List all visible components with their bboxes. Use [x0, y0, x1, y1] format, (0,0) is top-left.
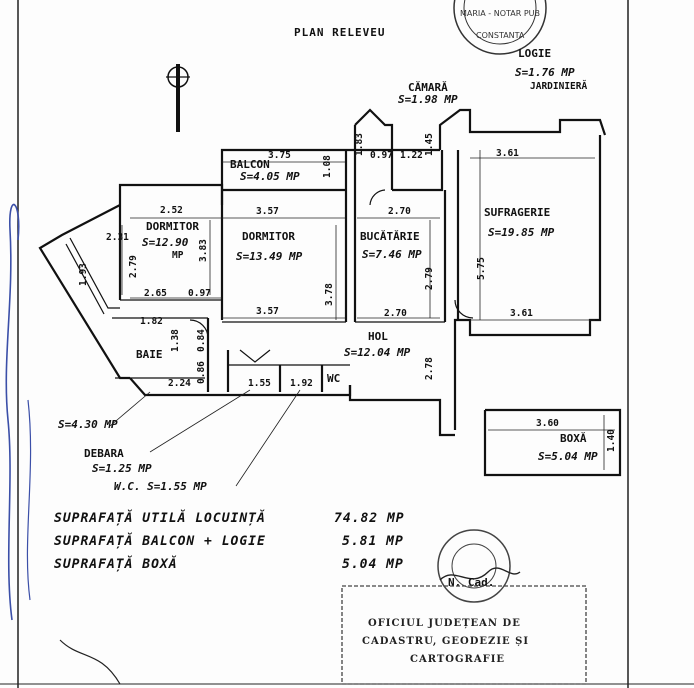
dormitor1-area: S=12.90 — [142, 236, 189, 249]
margin-handwriting — [5, 203, 121, 685]
bucatarie-name: BUCĂTĂRIE — [360, 230, 420, 243]
summary-label-3: SUPRAFAȚĂ BOXĂ — [54, 556, 178, 572]
office-stamp: OFICIUL JUDEȚEAN DE CADASTRU, GEODEZIE Ș… — [341, 585, 587, 685]
dim-2-24: 2.24 — [168, 378, 191, 389]
dim-2-65: 2.65 — [144, 288, 167, 299]
dim-2-79b: 2.79 — [424, 267, 435, 290]
dim-1-45: 1.45 — [424, 133, 435, 156]
hol-area: S=12.04 MP — [344, 346, 411, 359]
baie-name: BAIE — [136, 348, 163, 361]
dim-3-83: 3.83 — [198, 239, 209, 262]
dim-2-70b: 2.70 — [384, 308, 407, 319]
logie-area: S=1.76 MP — [515, 66, 575, 79]
dim-1-08: 1.08 — [322, 155, 333, 178]
dormitor1-unit: MP — [172, 250, 184, 261]
dim-0-97b: 0.97 — [370, 150, 393, 161]
dim-5-75: 5.75 — [476, 257, 487, 280]
dormitor1-name: DORMITOR — [146, 220, 199, 233]
summary-value-1: 74.82 MP — [334, 511, 405, 526]
room-labels: LOGIE S=1.76 MP JARDINIERĂ CĂMARĂ S=1.98… — [136, 47, 598, 463]
dim-1-40: 1.40 — [606, 429, 617, 452]
north-arrow-icon — [166, 64, 190, 132]
boxa-name: BOXĂ — [560, 432, 587, 445]
baie-area-note: S=4.30 MP — [58, 418, 118, 431]
dim-3-61b: 3.61 — [510, 308, 533, 319]
stamp-line-2: CONSTANTA — [476, 31, 525, 40]
hol-name: HOL — [368, 330, 388, 343]
office-line-1: OFICIUL JUDEȚEAN DE — [368, 618, 521, 629]
dim-1-38: 1.38 — [170, 329, 181, 352]
dimension-lines — [121, 150, 615, 470]
area-summary: SUPRAFAȚĂ UTILĂ LOCUINȚĂ 74.82 MP SUPRAF… — [54, 510, 405, 572]
dim-1-93: 1.93 — [78, 263, 89, 286]
dim-2-70a: 2.70 — [388, 206, 411, 217]
dim-1-22: 1.22 — [400, 150, 423, 161]
dim-2-52: 2.52 — [160, 205, 183, 216]
dim-1-55: 1.55 — [248, 378, 271, 389]
dim-2-31: 2.31 — [106, 232, 129, 243]
dim-0-84: 0.84 — [196, 329, 207, 352]
balcon-area: S=4.05 MP — [240, 170, 300, 183]
plan-title: PLAN RELEVEU — [294, 26, 385, 39]
signature-text: N. Cad. — [448, 576, 494, 589]
debara-name: DEBARA — [84, 447, 124, 460]
debara-area: S=1.25 MP — [92, 462, 152, 475]
dim-0-86: 0.86 — [196, 361, 207, 384]
summary-label-1: SUPRAFAȚĂ UTILĂ LOCUINȚĂ — [54, 510, 266, 526]
dim-3-75: 3.75 — [268, 150, 291, 161]
balcon-name: BALCON — [230, 158, 270, 171]
dimension-values: 3.75 1.08 1.83 0.97 1.22 1.45 3.61 2.52 … — [78, 133, 617, 452]
signature-stroke — [439, 567, 521, 581]
interior-walls — [112, 189, 474, 392]
dim-1-83: 1.83 — [354, 133, 365, 156]
dim-1-92: 1.92 — [290, 378, 313, 389]
dim-2-78: 2.78 — [424, 357, 435, 380]
area-notes: S=4.30 MP DEBARA S=1.25 MP W.C. S=1.55 M… — [58, 389, 301, 493]
dim-0-97a: 0.97 — [188, 288, 211, 299]
dormitor2-area: S=13.49 MP — [236, 250, 303, 263]
cadastre-stamp: N. Cad. — [437, 529, 521, 603]
jardiniera-note: JARDINIERĂ — [530, 80, 587, 92]
office-line-2: CADASTRU, GEODEZIE ȘI — [362, 636, 529, 647]
dim-3-57a: 3.57 — [256, 206, 279, 217]
wc-area-note: W.C. S=1.55 MP — [114, 480, 207, 493]
dormitor2-name: DORMITOR — [242, 230, 295, 243]
sufragerie-name: SUFRAGERIE — [484, 206, 550, 219]
logie-name: LOGIE — [518, 47, 551, 60]
summary-value-2: 5.81 MP — [342, 534, 404, 549]
camara-area: S=1.98 MP — [398, 93, 458, 106]
sufragerie-area: S=19.85 MP — [488, 226, 555, 239]
dim-3-61a: 3.61 — [496, 148, 519, 159]
dim-3-60: 3.60 — [536, 418, 559, 429]
dim-3-78: 3.78 — [324, 283, 335, 306]
camara-name: CĂMARĂ — [408, 81, 448, 94]
office-line-3: CARTOGRAFIE — [410, 654, 505, 665]
dim-3-57b: 3.57 — [256, 306, 279, 317]
boxa-area: S=5.04 MP — [538, 450, 598, 463]
dim-2-79a: 2.79 — [128, 255, 139, 278]
notary-stamp: MARIA - NOTAR PUB CONSTANTA — [453, 0, 547, 55]
stamp-line-1: MARIA - NOTAR PUB — [460, 9, 540, 18]
summary-value-3: 5.04 MP — [342, 557, 404, 572]
dim-1-82: 1.82 — [140, 316, 163, 327]
wc-name: WC — [327, 372, 340, 385]
bucatarie-area: S=7.46 MP — [362, 248, 422, 261]
summary-label-2: SUPRAFAȚĂ BALCON + LOGIE — [54, 533, 266, 549]
